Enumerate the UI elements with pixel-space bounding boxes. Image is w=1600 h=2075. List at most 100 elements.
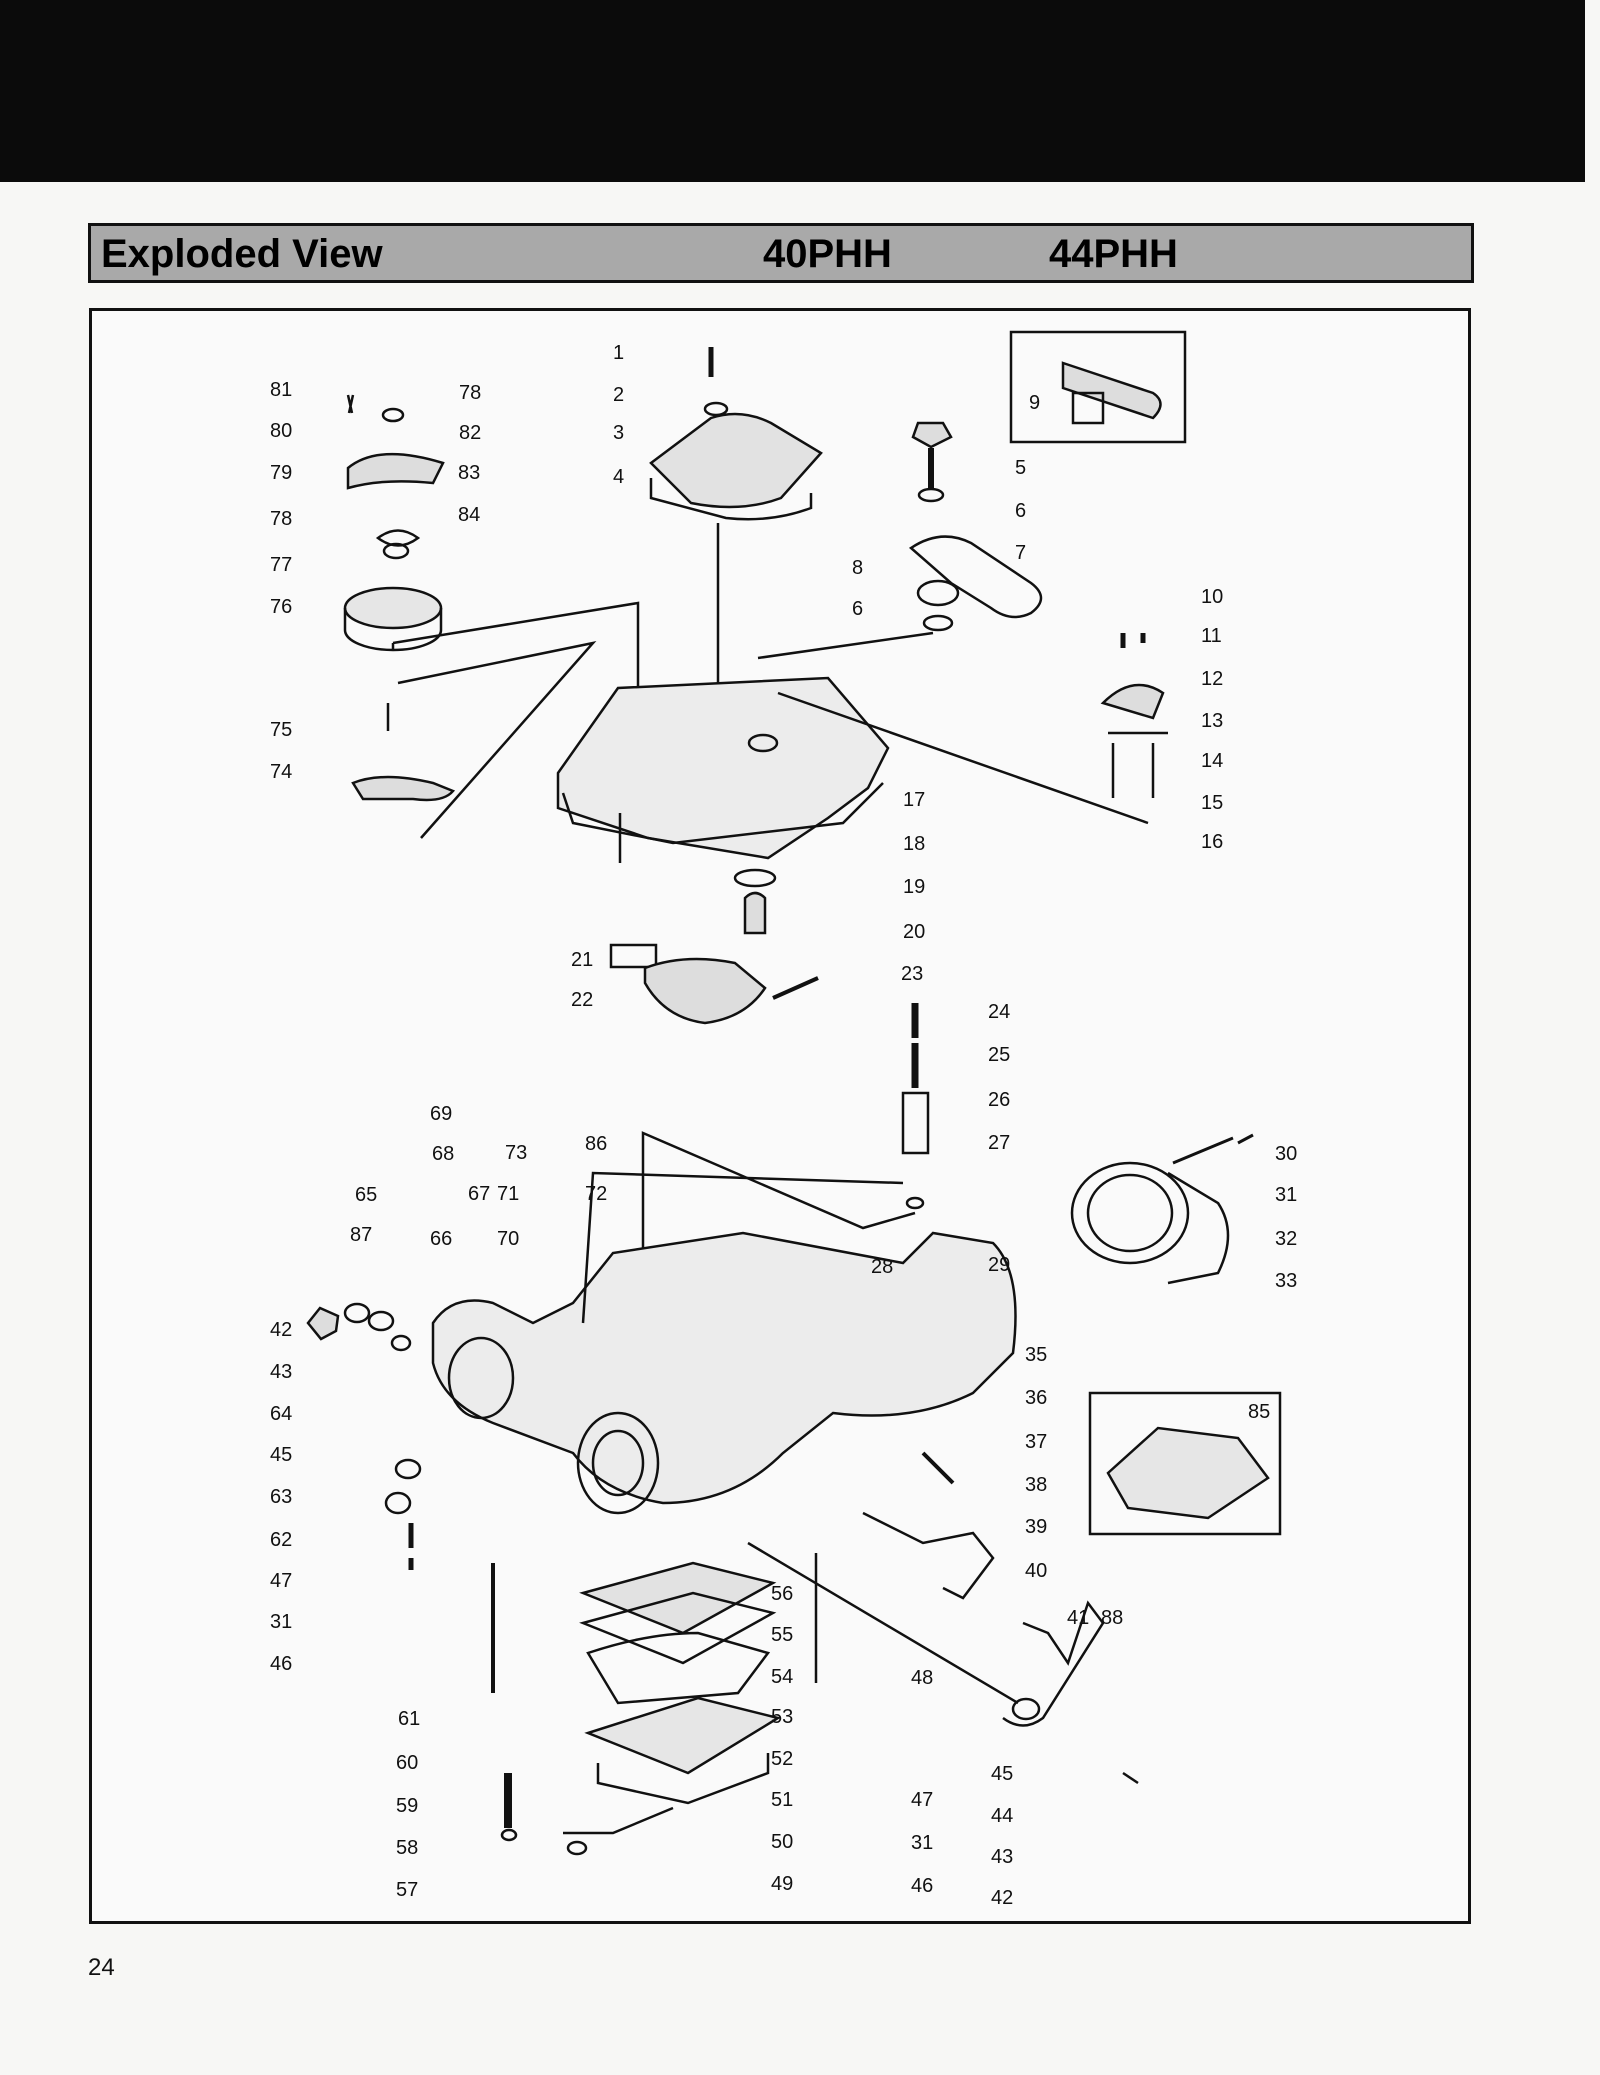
part-number-label: 31 xyxy=(911,1832,933,1854)
part-number-label: 37 xyxy=(1025,1431,1047,1453)
part-number-label: 47 xyxy=(270,1570,292,1592)
part-number-label: 70 xyxy=(497,1228,519,1250)
part-number-label: 85 xyxy=(1248,1401,1270,1423)
part-number-label: 46 xyxy=(911,1875,933,1897)
part-number-label: 66 xyxy=(430,1228,452,1250)
section-title: Exploded View xyxy=(101,232,383,276)
part-number-label: 24 xyxy=(988,1001,1010,1023)
part-number-label: 78 xyxy=(459,382,481,404)
part-number-label: 63 xyxy=(270,1486,292,1508)
part-number-label: 49 xyxy=(771,1873,793,1895)
part-number-label: 38 xyxy=(1025,1474,1047,1496)
part-number-label: 25 xyxy=(988,1044,1010,1066)
part-number-label: 6 xyxy=(1015,500,1026,522)
section-title-bar: Exploded View 40PHH 44PHH xyxy=(88,223,1474,283)
part-number-label: 26 xyxy=(988,1089,1010,1111)
part-number-label: 28 xyxy=(871,1256,893,1278)
part-number-label: 32 xyxy=(1275,1228,1297,1250)
part-number-label: 48 xyxy=(911,1667,933,1689)
part-number-label: 82 xyxy=(459,422,481,444)
part-number-label: 22 xyxy=(571,989,593,1011)
part-number-label: 18 xyxy=(903,833,925,855)
part-number-label: 72 xyxy=(585,1183,607,1205)
drawing-linework xyxy=(306,330,1282,1856)
part-number-label: 88 xyxy=(1101,1607,1123,1629)
inset-box-part-9 xyxy=(1009,330,1187,444)
part-number-label: 12 xyxy=(1201,668,1223,690)
part-number-label: 73 xyxy=(505,1142,527,1164)
part-number-label: 57 xyxy=(396,1879,418,1901)
part-number-label: 44 xyxy=(991,1805,1013,1827)
page-number: 24 xyxy=(88,1954,115,1981)
part-number-label: 79 xyxy=(270,462,292,484)
part-number-label: 43 xyxy=(991,1846,1013,1868)
part-number-label: 13 xyxy=(1201,710,1223,732)
part-number-label: 39 xyxy=(1025,1516,1047,1538)
part-number-label: 42 xyxy=(270,1319,292,1341)
part-number-label: 31 xyxy=(1275,1184,1297,1206)
part-number-label: 84 xyxy=(458,504,480,526)
part-number-label: 56 xyxy=(771,1583,793,1605)
part-number-label: 41 xyxy=(1067,1607,1089,1629)
part-number-label: 75 xyxy=(270,719,292,741)
part-number-label: 3 xyxy=(613,422,624,444)
model-label-44phh: 44PHH xyxy=(1049,232,1178,276)
part-number-label: 83 xyxy=(458,462,480,484)
part-number-label: 59 xyxy=(396,1795,418,1817)
part-number-label: 1 xyxy=(613,342,624,364)
part-number-label: 52 xyxy=(771,1748,793,1770)
part-number-label: 14 xyxy=(1201,750,1223,772)
part-number-label: 68 xyxy=(432,1143,454,1165)
carburetor-exploded-drawing: 1 2 3 4 5 6 7 8 6 9 10 11 12 13 14 15 16… xyxy=(270,330,1297,1909)
part-number-label: 86 xyxy=(585,1133,607,1155)
part-number-label: 10 xyxy=(1201,586,1223,608)
part-number-label: 61 xyxy=(398,1708,420,1730)
part-number-label: 31 xyxy=(270,1611,292,1633)
part-number-label: 36 xyxy=(1025,1387,1047,1409)
part-number-label: 45 xyxy=(991,1763,1013,1785)
part-number-labels: 1 2 3 4 5 6 7 8 6 9 10 11 12 13 14 15 16… xyxy=(270,342,1297,1909)
part-number-label: 46 xyxy=(270,1653,292,1675)
part-number-label: 19 xyxy=(903,876,925,898)
part-number-label: 4 xyxy=(613,466,624,488)
part-number-label: 8 xyxy=(852,557,863,579)
part-number-label: 51 xyxy=(771,1789,793,1811)
part-number-label: 62 xyxy=(270,1529,292,1551)
part-number-label: 55 xyxy=(771,1624,793,1646)
part-number-label: 33 xyxy=(1275,1270,1297,1292)
part-number-label: 65 xyxy=(355,1184,377,1206)
part-number-label: 77 xyxy=(270,554,292,576)
part-number-label: 47 xyxy=(911,1789,933,1811)
model-label-40phh: 40PHH xyxy=(763,232,892,276)
part-number-label: 81 xyxy=(270,379,292,401)
part-number-label: 21 xyxy=(571,949,593,971)
part-number-label: 27 xyxy=(988,1132,1010,1154)
part-number-label: 50 xyxy=(771,1831,793,1853)
part-number-label: 45 xyxy=(270,1444,292,1466)
part-number-label: 64 xyxy=(270,1403,292,1425)
part-number-label: 60 xyxy=(396,1752,418,1774)
part-number-label: 6 xyxy=(852,598,863,620)
part-number-label: 9 xyxy=(1029,392,1040,414)
top-black-band xyxy=(0,0,1585,182)
part-number-label: 29 xyxy=(988,1254,1010,1276)
part-number-label: 69 xyxy=(430,1103,452,1125)
part-number-label: 17 xyxy=(903,789,925,811)
part-number-label: 53 xyxy=(771,1706,793,1728)
part-number-label: 76 xyxy=(270,596,292,618)
part-number-label: 20 xyxy=(903,921,925,943)
part-number-label: 67 xyxy=(468,1183,490,1205)
part-number-label: 40 xyxy=(1025,1560,1047,1582)
part-number-label: 58 xyxy=(396,1837,418,1859)
part-number-label: 23 xyxy=(901,963,923,985)
part-number-label: 80 xyxy=(270,420,292,442)
part-number-label: 78 xyxy=(270,508,292,530)
part-number-label: 42 xyxy=(991,1887,1013,1909)
part-number-label: 35 xyxy=(1025,1344,1047,1366)
part-number-label: 2 xyxy=(613,384,624,406)
part-number-label: 5 xyxy=(1015,457,1026,479)
part-number-label: 11 xyxy=(1201,625,1222,647)
part-number-label: 43 xyxy=(270,1361,292,1383)
exploded-view-diagram: 1 2 3 4 5 6 7 8 6 9 10 11 12 13 14 15 16… xyxy=(89,308,1471,1924)
part-number-label: 16 xyxy=(1201,831,1223,853)
